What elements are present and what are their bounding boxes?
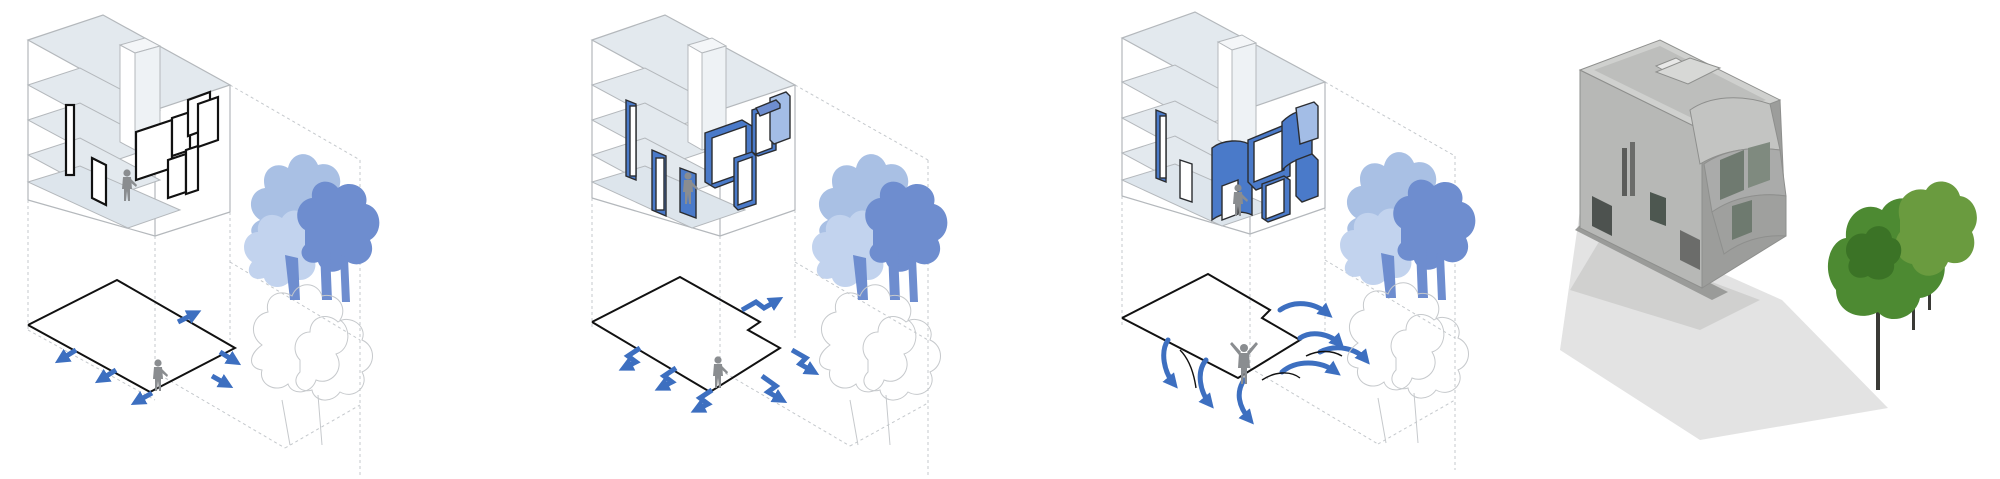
tree-outline-ghost [1347, 282, 1469, 444]
diagram-panel-3 [1120, 11, 1476, 470]
window-frames [64, 90, 220, 207]
diagram-panel-1 [26, 14, 380, 475]
person-figure-icon [153, 359, 168, 391]
person-figure-icon [1230, 342, 1258, 384]
tree-outline-ghost [819, 284, 941, 446]
flow-arrows [54, 310, 242, 405]
tree-icon [812, 154, 948, 302]
window-slot [1622, 148, 1627, 196]
window-frames [625, 91, 791, 220]
building-rendering [1560, 39, 1977, 440]
tree-icon [1340, 152, 1476, 300]
core-column [686, 37, 728, 151]
diagram-panel-2 [590, 14, 948, 475]
core-column [118, 37, 162, 151]
site-outline [1121, 272, 1302, 380]
core-column [1216, 34, 1258, 149]
tree-outline-ghost [251, 284, 373, 446]
tree-icon [1827, 181, 1977, 390]
site-outline [591, 275, 782, 394]
dashed-guides [591, 84, 929, 475]
flow-arrows [618, 297, 820, 413]
tree-icon [244, 154, 380, 302]
site-outline [27, 278, 238, 394]
flow-strokes [1179, 349, 1343, 389]
